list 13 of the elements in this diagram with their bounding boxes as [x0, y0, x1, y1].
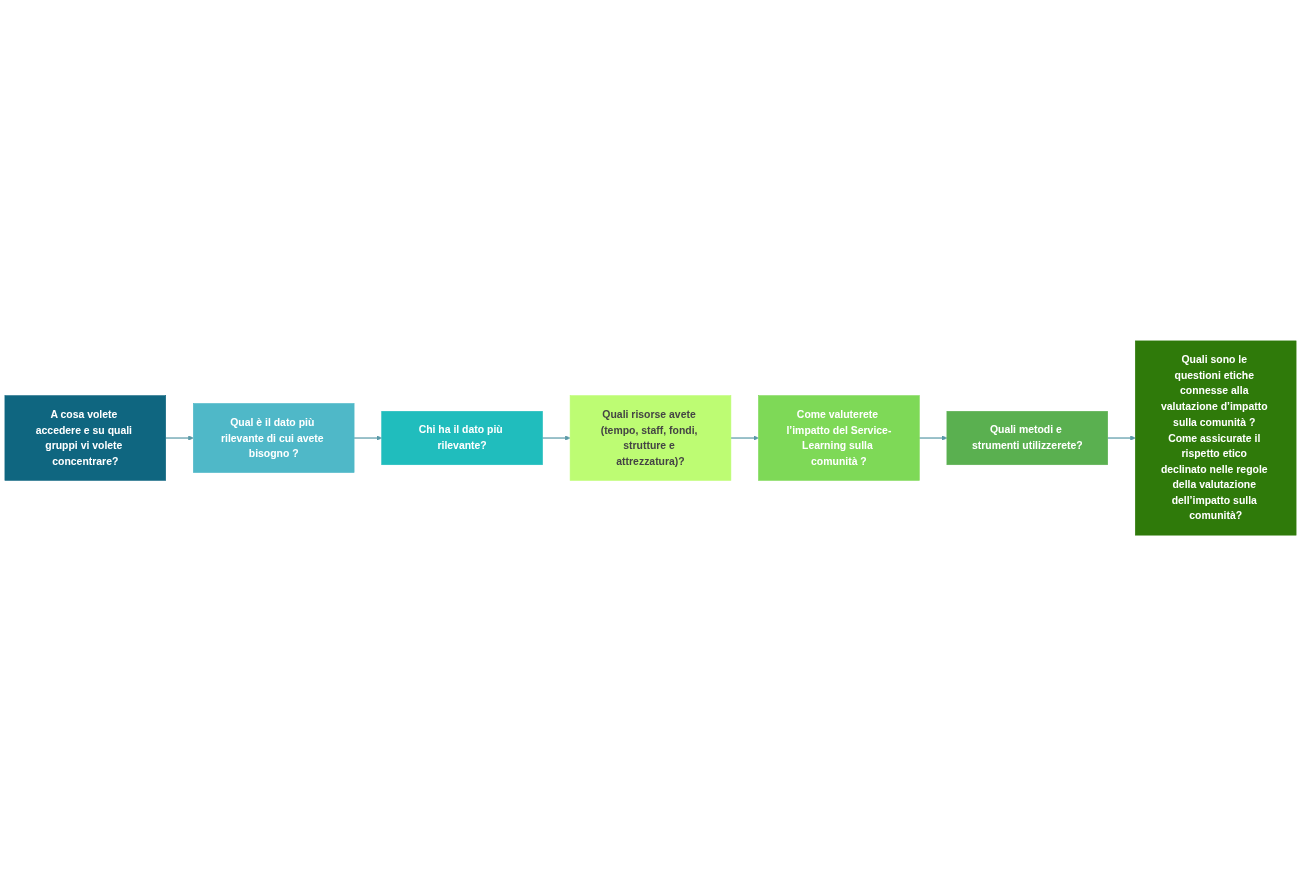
node-box: Qual è il dato più rilevante di cui avete bisogno ?: [193, 403, 355, 474]
node-box: Quali metodi e strumenti utilizzerete?: [946, 411, 1108, 466]
arrow: [918, 435, 948, 442]
node-box: Quali risorse avete (tempo, staff, fondi, strutture e attrezzatura)?: [569, 395, 732, 482]
node-box: Come valuterete l’impatto del Service-Learning sulla comunità ?: [758, 395, 920, 482]
arrow: [730, 435, 759, 442]
arrow: [1107, 435, 1136, 442]
node-box: Quali sono le questioni etiche connesse alla valutazione d’impatto sulla comunità ? Come assicurate il rispetto etico declinato nelle regole della valutazione dell’impatto sulla comunità?: [1135, 341, 1297, 536]
arrow: [165, 435, 194, 442]
node-box: Chi ha il dato più rilevante?: [381, 411, 543, 466]
arrow: [353, 435, 382, 442]
node-box: A cosa volete accedere e su quali gruppi vi volete concentrare?: [4, 395, 166, 482]
arrow: [541, 435, 571, 442]
